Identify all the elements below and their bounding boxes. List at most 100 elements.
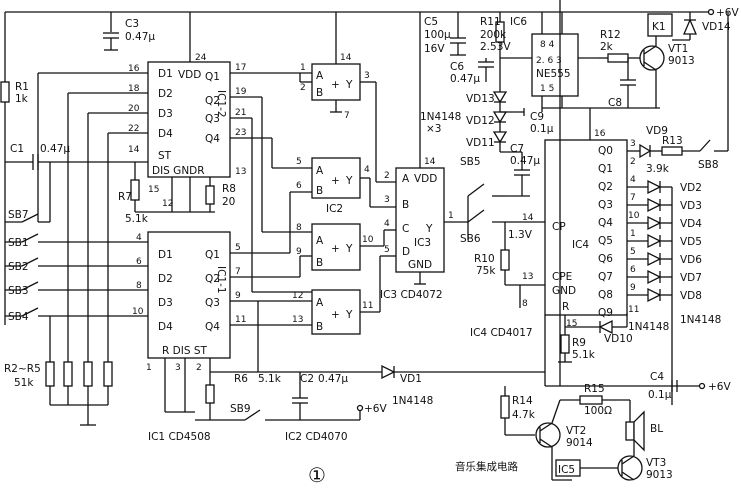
svg-text:GND: GND [552,285,576,297]
led-vd9 [627,143,662,159]
r11-label: R11 [480,16,501,28]
sb8-label: SB8 [698,159,719,171]
c5-v1: 100μ [424,29,451,41]
svg-text:Q8: Q8 [598,289,613,301]
c4-supply: +6V [708,381,731,393]
ic1-1-pin8: 8 [136,281,142,291]
switch-sb1 [5,233,148,243]
svg-text:R: R [562,301,569,313]
ic1-2-pin14: 14 [128,145,140,155]
c5-v2: 16V [424,43,445,55]
c4-label: C4 [650,371,664,383]
svg-text:Y: Y [425,223,433,235]
ic1-2-chip [147,61,231,178]
svg-text:Y: Y [345,243,353,255]
r15-value: 100Ω [584,405,612,417]
ic1-2-pin12: 12 [162,199,173,209]
ic1-1-pin7: 7 [235,267,241,277]
svg-text:Q2: Q2 [598,181,613,193]
r6-value: 5.1k [258,373,282,385]
speaker-bl [625,421,635,441]
svg-text:C: C [402,223,409,235]
svg-text:A: A [316,165,324,177]
r10-value: 75k [476,265,496,277]
svg-text:2: 2 [630,157,636,167]
r10-label: R10 [474,253,495,265]
figure-number: ① [308,463,326,487]
svg-text:Y: Y [345,79,353,91]
bl-label: BL [650,423,663,435]
sb9-supply: +6V [364,403,387,415]
svg-text:6: 6 [630,265,636,275]
r7-value: 5.1k [125,213,149,225]
svg-text:1: 1 [448,211,454,221]
ic1-caption: IC1 CD4508 [148,431,211,443]
g1-pin2: 2 [300,83,306,93]
ic1-1-out-q3: Q3 [205,297,220,309]
ic1-2-title: IC1-2 [215,90,227,118]
c7-label: C7 [510,143,524,155]
xor-gate-4: A B + Y [311,289,361,335]
ic1-2-st: ST [158,150,172,162]
ic1-1-in-d2: D2 [158,273,173,285]
g1-pin1: 1 [300,63,306,73]
ic1-2-pin20: 20 [128,104,140,114]
ic1-2-in-d4: D4 [158,128,173,140]
ic1-2-pin24: 24 [195,53,207,63]
g1-pin3: 3 [364,71,370,81]
ic4-caption: IC4 CD4017 [470,327,533,339]
g4-pin11: 11 [362,301,373,311]
svg-text:CP: CP [552,221,566,233]
r15-label: R15 [584,383,605,395]
svg-text:11: 11 [628,305,639,315]
vt1-value: 9013 [668,55,695,67]
vt2-label: VT2 [566,425,586,437]
svg-text:8: 8 [522,299,528,309]
ic1-2-out-q3: Q3 [205,113,220,125]
ic5-label: IC5 [558,464,575,476]
svg-text:Y: Y [345,175,353,187]
sb6-label: SB6 [460,233,481,245]
r7-label: R7 [118,191,132,203]
xor-gate-3: A B + Y [311,223,361,271]
svg-text:4: 4 [630,175,636,185]
diode-note-2: ×3 [426,123,441,135]
svg-text:B: B [316,185,323,197]
g2-pin5: 5 [296,157,302,167]
svg-text:+: + [331,309,340,321]
c6-label: C6 [450,61,464,73]
svg-text:4: 4 [384,219,390,229]
ic1-1-pin1: 1 [146,363,152,373]
ic1-2-in-d1: D1 [158,68,173,80]
svg-text:B: B [402,199,409,211]
vd11-label: VD11 [466,137,495,149]
r12-value: 2k [600,41,614,53]
g3-pin10: 10 [362,235,374,245]
ic2-label: IC2 [326,203,343,215]
vt3-value: 9013 [646,469,673,481]
sb4-label: SB4 [8,311,29,323]
led-array [627,179,673,405]
vd3-label: VD3 [680,200,702,212]
c2-label: C2 [300,373,314,385]
r14-label: R14 [512,395,533,407]
switch-sb2 [5,257,148,267]
svg-text:VDD: VDD [414,173,437,185]
svg-text:2. 6 3: 2. 6 3 [536,56,562,66]
ic1-2-pin15: 15 [148,185,159,195]
ic1-1-title: IC1-1 [215,266,227,294]
g1-pin14: 14 [340,53,352,63]
xor-gate-2: A B + Y [311,157,361,199]
ic1-1-pin10: 10 [132,307,144,317]
v13-label: 1.3V [508,229,533,241]
svg-text:A: A [316,70,324,82]
ic1-2-pin23: 23 [235,128,246,138]
ic1-1-pin5: 5 [235,243,241,253]
ic6-label: IC6 [510,16,527,28]
ic2-caption: IC2 CD4070 [285,431,348,443]
g3-pin9: 9 [296,247,302,257]
vd9-label: VD9 [646,125,668,137]
g3-pin8: 8 [296,223,302,233]
